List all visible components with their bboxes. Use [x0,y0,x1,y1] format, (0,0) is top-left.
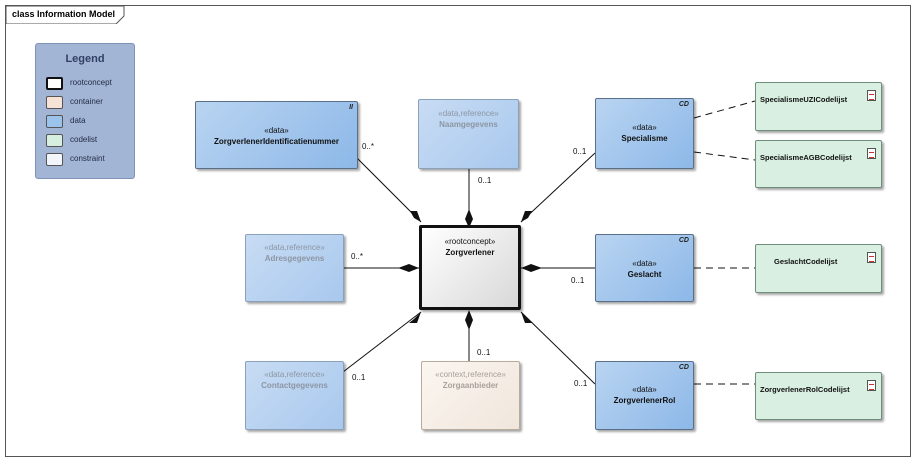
diamond-specialisme [521,211,532,222]
codelist-specialismeuzi[interactable]: SpecialismeUZICodelijst [755,82,882,131]
class-zorgverlenerrol[interactable]: CD «data» ZorgverlenerRol [595,361,694,430]
datatype-tag: CD [678,364,689,371]
multiplicity-zorgverlenerrol: 0..1 [574,379,588,388]
link-agb [693,151,756,161]
codelist-name: SpecialismeUZICodelijst [760,95,848,104]
class-contactgegevens[interactable]: «data,reference» Contactgegevens [245,361,344,430]
diamond-zorgaanbieder [465,310,473,330]
legend-title: Legend [65,53,105,65]
connector-contactgegevens [342,311,422,373]
legend-swatch-container [46,96,63,109]
class-zorgverlener[interactable]: «rootconcept» Zorgverlener [419,225,521,310]
legend-swatch-data [46,115,63,128]
class-adresgegevens[interactable]: «data,reference» Adresgegevens [245,234,344,302]
datatype-tag: II [349,104,353,111]
codelist-specialismeagb[interactable]: SpecialismeAGBCodelijst [755,140,882,188]
class-name: ZorgverlenerIdentificatienummer [214,137,339,146]
class-stereotype: «data,reference» [264,370,325,379]
multiplicity-identificatienummer: 0..* [362,142,375,151]
legend-label-container: container [70,97,103,106]
class-name: Contactgegevens [261,381,328,390]
frame-label: class Information Model [12,9,116,19]
connector-specialisme [520,152,596,223]
diamond-naamgegevens [465,209,473,228]
legend-swatch-constraint [46,153,63,166]
codelist-geslacht[interactable]: GeslachtCodelijst [755,244,882,293]
class-stereotype: «rootconcept» [444,237,496,246]
legend-label-constraint: constraint [70,154,105,163]
multiplicity-naamgegevens: 0..1 [478,176,492,185]
class-stereotype: «data,reference» [264,243,325,252]
legend-label-rootconcept: rootconcept [70,78,112,87]
class-stereotype: «data» [632,123,657,132]
legend: Legend rootconcept container data codeli… [35,43,135,179]
class-stereotype: «context,reference» [435,370,506,379]
codelist-name: GeslachtCodelijst [774,257,838,266]
class-naamgegevens[interactable]: «data,reference» Naamgegevens [418,99,519,169]
class-zorgaanbieder[interactable]: «context,reference» Zorgaanbieder [421,361,520,430]
codelist-name: SpecialismeAGBCodelijst [760,153,852,162]
legend-swatch-rootconcept [46,77,63,90]
diamond-zorgverlenerrol [521,312,533,323]
document-icon [867,380,876,391]
class-name: Geslacht [627,270,662,279]
class-stereotype: «data» [632,385,657,394]
class-geslacht[interactable]: CD «data» Geslacht [595,234,694,302]
diamond-contactgegevens [409,312,421,323]
class-name: Adresgegevens [264,254,325,263]
class-zorgverleneridentificatienummer[interactable]: II «data» ZorgverlenerIdentificatienumme… [195,101,358,169]
diamond-identificatienummer [410,211,421,222]
diamond-adresgegevens [398,264,419,272]
multiplicity-adresgegevens: 0..* [351,252,364,261]
class-name: ZorgverlenerRol [613,396,676,405]
codelist-name: ZorgverlenerRolCodelijst [760,385,850,394]
datatype-tag: CD [678,101,689,108]
legend-swatch-codelist [46,134,63,147]
class-name: Specialisme [621,134,668,143]
legend-label-data: data [70,116,86,125]
document-icon [867,252,876,263]
class-stereotype: «data» [632,259,657,268]
class-stereotype: «data» [264,126,289,135]
multiplicity-geslacht: 0..1 [571,276,585,285]
multiplicity-contactgegevens: 0..1 [352,373,366,382]
class-stereotype: «data,reference» [438,109,499,118]
class-specialisme[interactable]: CD «data» Specialisme [595,98,694,169]
class-name: Zorgverlener [445,248,495,257]
class-name: Zorgaanbieder [442,381,499,390]
multiplicity-specialisme: 0..1 [573,147,587,156]
connector-zorgverlenerrol [520,311,596,385]
legend-label-codelist: codelist [70,135,98,144]
codelist-zorgverlenerrol[interactable]: ZorgverlenerRolCodelijst [755,372,882,420]
diagram-frame: class Information Model [5,5,911,457]
datatype-tag: CD [678,237,689,244]
multiplicity-zorgaanbieder: 0..1 [477,348,491,357]
class-name: Naamgegevens [439,120,498,129]
frame-tab [6,6,125,24]
document-icon [867,148,876,159]
diamond-geslacht [521,264,542,272]
link-uzi [693,100,756,119]
document-icon [867,90,876,101]
